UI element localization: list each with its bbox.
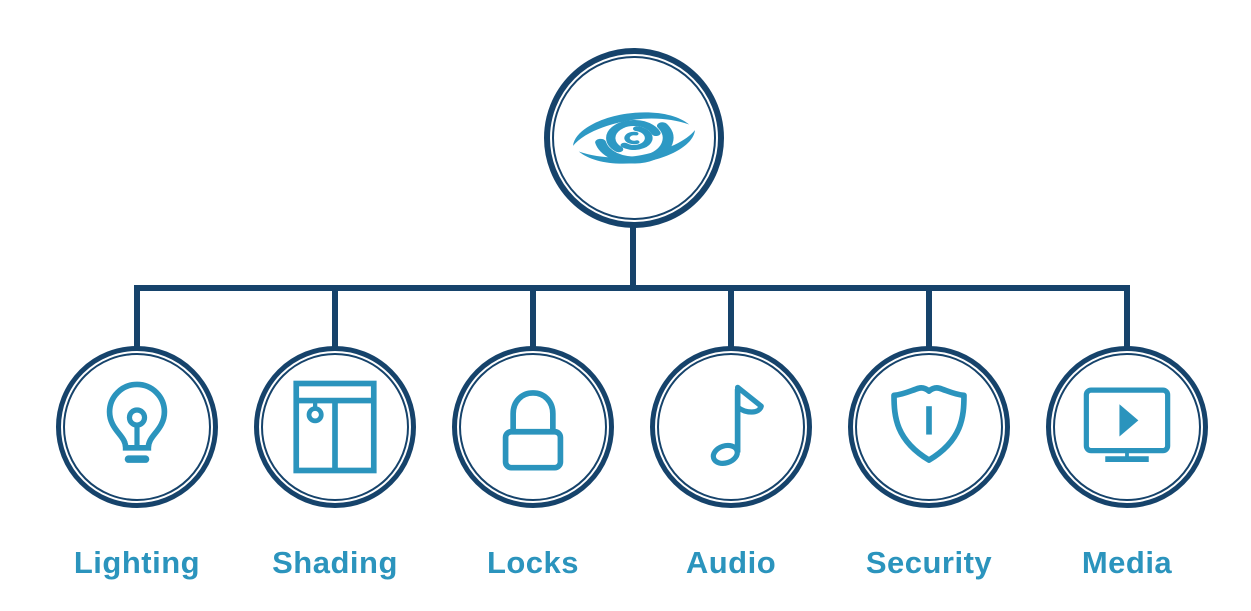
connector-stub-lighting xyxy=(134,288,140,348)
padlock-icon xyxy=(502,390,564,471)
label-locks: Locks xyxy=(486,545,580,580)
connector-stub-security xyxy=(926,288,932,348)
node-audio xyxy=(650,346,812,508)
node-security xyxy=(848,346,1010,508)
swirl-logo-icon xyxy=(573,112,695,164)
music-note-icon xyxy=(710,384,764,466)
connector-stub-shading xyxy=(332,288,338,348)
connector-stub-media xyxy=(1124,288,1130,348)
label-audio: Audio xyxy=(685,545,777,580)
connector-horizontal-bus xyxy=(134,285,1130,291)
connector-stub-audio xyxy=(728,288,734,348)
node-lighting xyxy=(56,346,218,508)
tv-play-icon xyxy=(1083,387,1171,462)
label-security: Security xyxy=(865,545,993,580)
brand-hub-node xyxy=(544,48,724,228)
node-locks xyxy=(452,346,614,508)
label-media: Media xyxy=(1081,545,1173,580)
label-lighting: Lighting xyxy=(73,545,201,580)
window-shade-icon xyxy=(293,380,377,474)
shield-icon xyxy=(891,385,967,463)
lightbulb-icon xyxy=(106,381,168,463)
node-shading xyxy=(254,346,416,508)
connector-root-vertical xyxy=(630,224,636,288)
connector-stub-locks xyxy=(530,288,536,348)
label-shading: Shading xyxy=(272,545,398,580)
node-media xyxy=(1046,346,1208,508)
